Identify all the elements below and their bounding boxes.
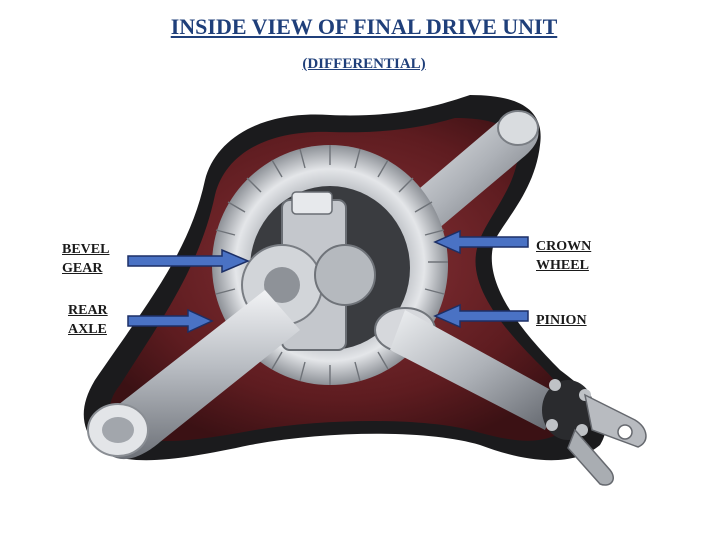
pinion-shaft bbox=[374, 307, 647, 486]
label-crown-wheel-line1: CROWN bbox=[536, 239, 592, 254]
label-crown-wheel: CROWN WHEEL bbox=[536, 237, 591, 275]
label-bevel-gear-line1: BEVEL bbox=[62, 242, 110, 257]
diagram-subtitle: (DIFFERENTIAL) bbox=[302, 56, 426, 72]
diagram-title: INSIDE VIEW OF FINAL DRIVE UNIT bbox=[170, 14, 558, 39]
label-rear-axle-line1: REAR bbox=[68, 303, 108, 318]
label-bevel-gear-line2: GEAR bbox=[62, 261, 103, 276]
label-bevel-gear: BEVEL GEAR bbox=[62, 240, 109, 278]
upper-right-shaft bbox=[400, 110, 539, 240]
label-crown-wheel-line2: WHEEL bbox=[536, 258, 589, 273]
label-rear-axle: REAR AXLE bbox=[68, 301, 108, 339]
rear-axle-shaft bbox=[87, 290, 300, 460]
label-pinion-line1: PINION bbox=[536, 313, 587, 328]
label-rear-axle-line2: AXLE bbox=[68, 322, 107, 337]
label-pinion: PINION bbox=[536, 311, 587, 330]
